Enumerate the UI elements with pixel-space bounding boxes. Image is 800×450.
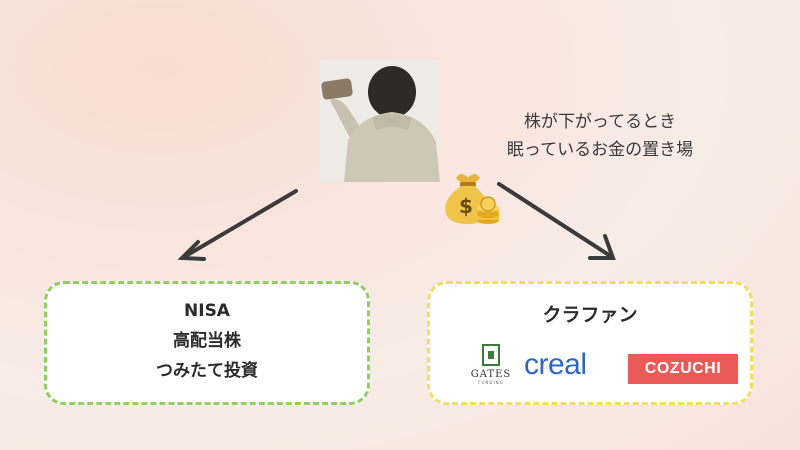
crowdfunding-title: クラファン [542, 304, 638, 326]
creal-logo: creal [524, 348, 587, 381]
gates-mark-icon [482, 344, 500, 366]
nisa-box: NISA 高配当株 つみたて投資 [44, 281, 370, 405]
tsumitate-label: つみたて投資 [156, 361, 258, 381]
money-bag-icon: $ [438, 168, 500, 226]
person-photo [320, 60, 440, 182]
gates-sub: FUNDING [478, 380, 504, 385]
coin-stack-icon [477, 196, 499, 224]
arrow-right-down-icon [497, 182, 616, 260]
nisa-box-lines: NISA 高配当株 つみたて投資 [47, 296, 367, 386]
caption: 株が下がってるとき 眠っているお金の置き場 [470, 108, 730, 164]
cozuchi-logo: COZUCHI [628, 354, 738, 384]
gates-name: GATES [470, 369, 512, 380]
crowdfunding-box: クラファン GATES FUNDING creal COZUCHI [427, 281, 753, 405]
caption-line-2: 眠っているお金の置き場 [506, 140, 694, 160]
svg-text:$: $ [459, 194, 473, 218]
arrow-left-down-icon [177, 189, 298, 261]
caption-line-1: 株が下がってるとき [523, 112, 677, 132]
gates-logo: GATES FUNDING [464, 344, 518, 390]
logo-row: GATES FUNDING creal COZUCHI [430, 342, 750, 390]
high-dividend-label: 高配当株 [173, 331, 241, 351]
nisa-label: NISA [184, 301, 230, 321]
